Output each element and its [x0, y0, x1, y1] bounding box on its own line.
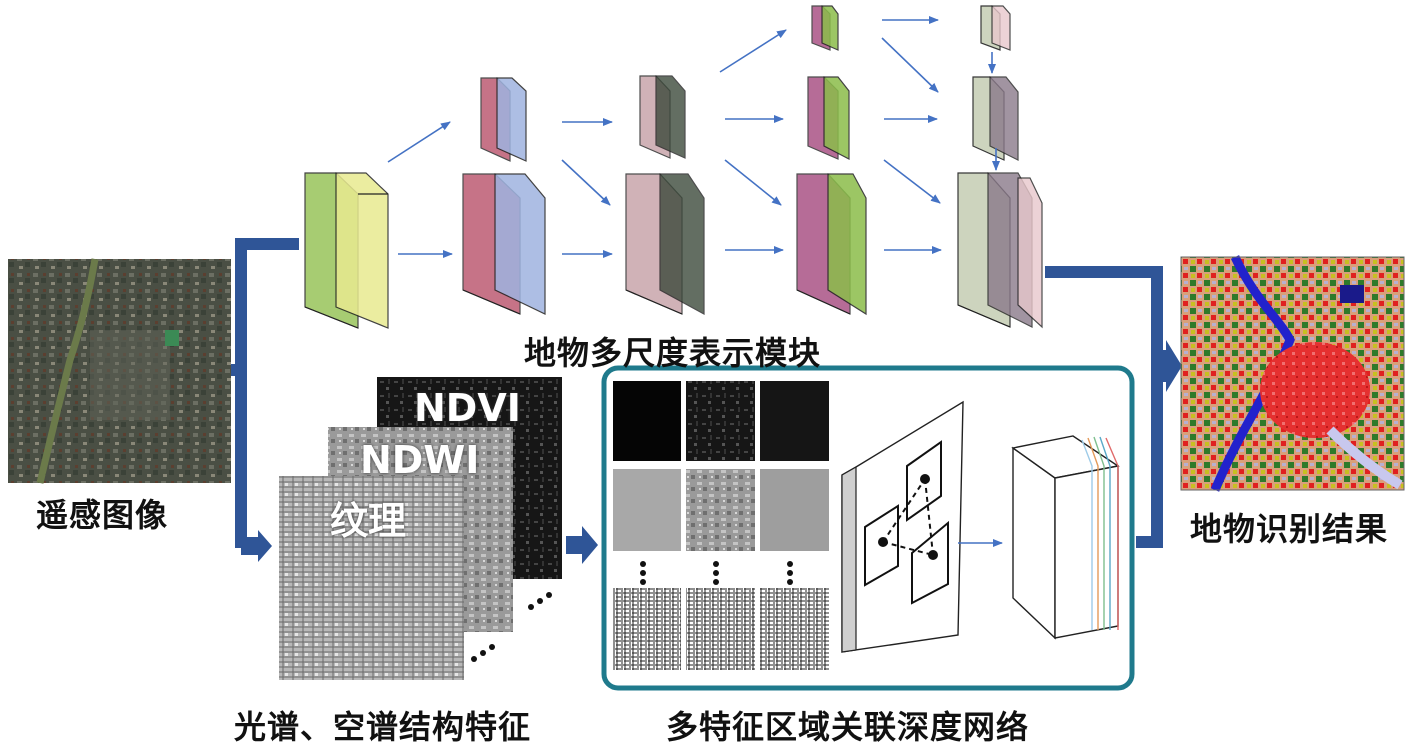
feature-block-4-tiny	[811, 5, 839, 51]
feature-extraction-label: 光谱、空谱结构特征	[234, 708, 532, 746]
multiscale-module-label: 地物多尺度表示模块	[524, 334, 822, 372]
network-module-label: 多特征区域关联深度网络	[666, 708, 1030, 746]
feature-block-1	[304, 172, 389, 329]
feature-block-3-small	[639, 75, 686, 159]
multiscale-module	[304, 5, 1043, 329]
remote-sensing-image	[8, 258, 231, 484]
ndvi-layer-label: NDVI	[414, 386, 521, 430]
pyramid-arrows	[387, 16, 1000, 258]
recognition-result-label: 地物识别结果	[1190, 510, 1389, 548]
feature-block-5-small	[972, 76, 1019, 161]
texture-layer-label: 纹理	[330, 499, 407, 543]
feature-block-5	[957, 172, 1043, 329]
feature-block-2	[462, 173, 546, 315]
feature-block-5-tiny	[980, 5, 1011, 51]
feature-block-4-small	[807, 76, 850, 160]
ndwi-layer-label: NDWI	[360, 438, 480, 482]
feature-block-4	[796, 173, 867, 316]
stack-ellipsis-dots	[471, 592, 552, 662]
feature-layer-stack	[279, 377, 562, 680]
input-image-label: 遥感图像	[36, 496, 169, 534]
pipeline-connectors	[231, 238, 1182, 564]
classification-result-image	[1180, 255, 1405, 492]
feature-block-2-small	[480, 77, 527, 162]
network-module	[601, 365, 1135, 691]
feature-block-3	[625, 173, 705, 316]
